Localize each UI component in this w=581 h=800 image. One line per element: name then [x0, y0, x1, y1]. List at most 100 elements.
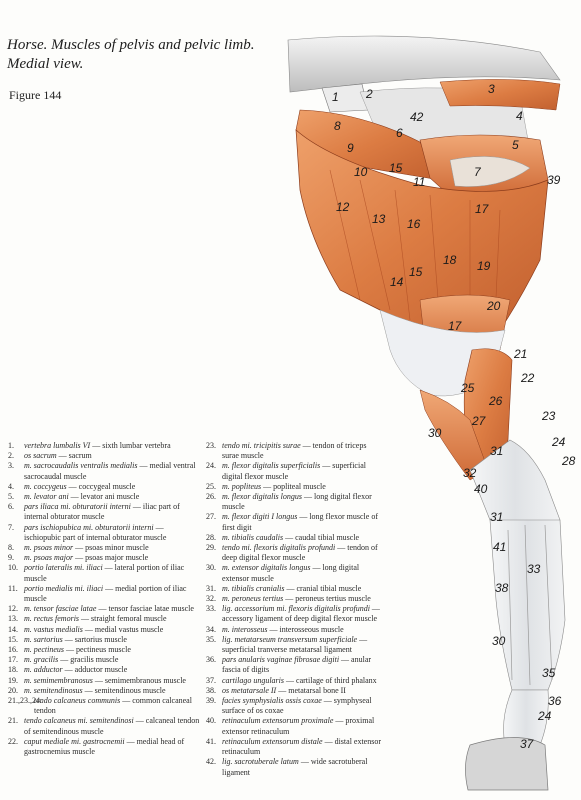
label-31b: 31	[490, 510, 503, 524]
tail-muscles	[439, 79, 561, 111]
legend-item: 11.portio medialis mi. iliaci — medial p…	[8, 583, 187, 604]
legend-item: 34.m. interosseus — interosseous muscle	[206, 624, 344, 634]
legend-item: 4.m. coccygeus — coccygeal muscle	[8, 481, 136, 491]
label-37: 37	[520, 737, 535, 751]
legend-item: 18.m. adductor — adductor muscle	[8, 665, 128, 675]
legend-item: 15.m. sartorius — sartorius muscle	[8, 634, 127, 644]
label-32: 32	[463, 466, 477, 480]
legend-item: 29.tendo mi. flexoris digitalis profundi…	[206, 543, 378, 563]
figure-number: Figure 144	[9, 88, 62, 102]
legend-item: 14.m. vastus medialis — medial vastus mu…	[8, 624, 164, 634]
label-24: 24	[551, 435, 566, 449]
legend-item: 39.facies symphysialis ossis coxae — sym…	[206, 696, 372, 716]
label-40: 40	[474, 482, 488, 496]
label-18: 18	[443, 253, 457, 267]
legend-item: 6.pars iliaca mi. obturatorii interni — …	[8, 502, 180, 522]
label-35: 35	[542, 666, 556, 680]
label-2: 2	[365, 87, 373, 101]
label-28: 28	[561, 454, 576, 468]
label-14: 14	[390, 275, 404, 289]
legend-item: 21.tendo calcaneus mi. semitendinosi — c…	[8, 716, 200, 736]
legend-item: 2.os sacrum — sacrum	[8, 451, 92, 461]
legend-item: 13.m. rectus femoris — straight femoral …	[8, 614, 167, 624]
tendon-lines	[507, 524, 553, 686]
label-30b: 30	[492, 634, 506, 648]
legend-item: 19.m. semimembranosus — semimembranous m…	[8, 675, 186, 685]
legend-item: 20.m. semitendinosus — semitendinous mus…	[8, 685, 166, 695]
label-17b: 17	[448, 319, 463, 333]
legend-item: 3.m. sacrocaudalis ventralis medialis — …	[8, 461, 196, 481]
label-11: 11	[413, 175, 425, 189]
legend-item: 9.m. psoas major — psoas major muscle	[8, 553, 149, 563]
label-3: 3	[488, 82, 495, 96]
label-36: 36	[548, 694, 562, 708]
legend-item: 35.lig. metatarseum transversum superfic…	[206, 634, 368, 655]
label-41: 41	[493, 540, 506, 554]
label-4: 4	[516, 109, 523, 123]
label-39: 39	[547, 173, 561, 187]
legend-item: 31.m. tibialis cranialis — cranial tibia…	[206, 583, 362, 593]
page-title: Horse. Muscles of pelvis and pelvic limb…	[7, 36, 287, 74]
legend-item: 25.m. popliteus — popliteal muscle	[206, 481, 326, 491]
label-1: 1	[332, 90, 339, 104]
legend-item: 38.os metatarsale II — metatarsal bone I…	[206, 685, 346, 695]
label-15: 15	[389, 161, 403, 175]
pubic-symphysis	[449, 156, 531, 187]
legend-item: 28.m. tibialis caudalis — caudal tibial …	[206, 532, 360, 542]
legend-item: 21.,23.,24.tendo calcaneus communis — co…	[8, 696, 192, 716]
legend-item: 7.pars ischiopubica mi. obturatorii inte…	[8, 522, 167, 542]
legend-item: 10.portio lateralis mi. iliaci — lateral…	[8, 563, 185, 583]
label-22: 22	[520, 371, 535, 385]
legend-item: 41.retinaculum extensorum distale — dist…	[206, 736, 382, 757]
legend-item: 24.m. flexor digitalis superficialis — s…	[206, 461, 366, 481]
label-10: 10	[354, 165, 368, 179]
label-30: 30	[428, 426, 442, 440]
label-7: 7	[474, 165, 482, 179]
label-27: 27	[471, 414, 487, 428]
label-20: 20	[486, 299, 501, 313]
title-line-2: Medial view.	[7, 56, 84, 72]
legend-item: 5.m. levator ani — levator ani muscle	[8, 492, 140, 502]
legend-item: 36.pars anularis vaginae fibrosae digiti…	[206, 655, 372, 675]
legend-item: 32.m. peroneus tertius — peroneus tertiu…	[206, 594, 371, 604]
hoof	[465, 737, 549, 791]
label-9: 9	[347, 141, 354, 155]
label-21: 21	[513, 347, 527, 361]
label-23: 23	[541, 409, 556, 423]
label-15b: 15	[409, 265, 423, 279]
label-12: 12	[336, 200, 350, 214]
legend-item: 22.caput mediale mi. gastrocnemii — medi…	[8, 736, 185, 757]
legend-item: 23.tendo mi. tricipitis surae — tendon o…	[206, 441, 367, 461]
label-33: 33	[527, 562, 541, 576]
muscle-lines	[329, 169, 501, 326]
label-42: 42	[410, 110, 424, 124]
label-25: 25	[460, 381, 475, 395]
legend-left-column: 1.vertebra lumbalis VI — sixth lumbar ve…	[8, 441, 200, 757]
legend-item: 40.retinaculum extensorum proximale — pr…	[206, 716, 375, 736]
thigh-muscles	[295, 129, 549, 331]
legend-item: 33.lig. accessorium mi. flexoris digital…	[206, 604, 380, 624]
legend-item: 26.m. flexor digitalis longus — long dig…	[206, 492, 372, 512]
label-8: 8	[334, 119, 341, 133]
legend-item: 8.m. psoas minor — psoas minor muscle	[8, 543, 149, 553]
label-16: 16	[407, 217, 421, 231]
legend-item: 16.m. pectineus — pectineus muscle	[8, 645, 131, 655]
legend-item: 1.vertebra lumbalis VI — sixth lumbar ve…	[8, 441, 171, 450]
tibial-muscles	[419, 389, 489, 481]
label-17: 17	[475, 202, 490, 216]
label-13: 13	[372, 212, 386, 226]
label-19: 19	[477, 259, 491, 273]
legend-item: 42.lig. sacrotuberale latum — wide sacro…	[206, 757, 368, 777]
label-5: 5	[512, 138, 519, 152]
legend-item: 17.m. gracilis — gracilis muscle	[8, 655, 119, 665]
label-38: 38	[495, 581, 509, 595]
label-31: 31	[490, 444, 503, 458]
legend-item: 27.m. flexor digiti I longus — long flex…	[206, 512, 378, 532]
legend-right-column: 23.tendo mi. tricipitis surae — tendon o…	[206, 441, 382, 778]
sacrum-region	[287, 35, 561, 93]
legend-item: 12.m. tensor fasciae latae — tensor fasc…	[8, 604, 194, 614]
lumbar-vertebra	[321, 83, 369, 113]
legend-item: 37.cartilago ungularis — cartilage of th…	[206, 675, 377, 685]
label-24b: 24	[537, 709, 552, 723]
